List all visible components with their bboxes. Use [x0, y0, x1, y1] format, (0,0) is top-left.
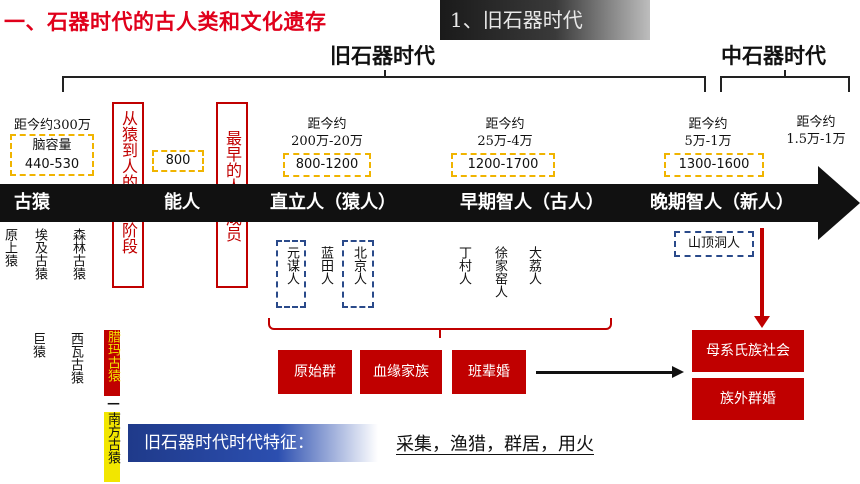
features-label: 旧石器时代时代特征：: [144, 433, 314, 453]
fossil-peking: 北京人: [351, 246, 366, 285]
fossil-dash: —: [106, 396, 121, 411]
period-title-paleolithic: 旧石器时代: [330, 44, 435, 68]
fossil-ape-5: 西瓦古猿: [68, 332, 83, 384]
fossil-yuanmou: 元谋人: [284, 246, 299, 285]
paleolithic-bracket: [62, 76, 706, 92]
fossil-dali: 大荔人: [526, 246, 541, 285]
mesolithic-bracket-tick: [784, 70, 786, 78]
fossil-xujiayao: 徐家窑人: [492, 246, 507, 298]
dist-erectus: 距今约 200万-20万: [291, 117, 363, 149]
brain-capacity-archaic: 1200-1700: [451, 153, 555, 177]
stage-homo-habilis: 能人: [164, 192, 200, 213]
dist-ape: 距今约300万: [14, 118, 91, 133]
dist-mesolithic: 距今约 1.5万-1万: [786, 115, 846, 147]
fossil-peking-box: [342, 240, 374, 308]
paleolithic-bracket-tick: [384, 70, 386, 78]
brain-capacity-nengren: 800: [152, 150, 204, 172]
transition-note-text: 从猿到人的过渡阶段: [119, 110, 138, 254]
fossil-ape-4: 巨猿: [30, 332, 45, 358]
features-banner: [128, 424, 378, 462]
page-title: 一、石器时代的古人类和文化遗存: [4, 10, 327, 34]
fossil-upper-cave: 山顶洞人: [674, 231, 754, 257]
modern-down-arrow-head: [754, 316, 770, 328]
stage-archaic-sapiens: 早期智人（古人）: [460, 192, 604, 213]
modern-down-arrow-line: [760, 228, 764, 318]
brain-capacity-modern: 1300-1600: [664, 153, 764, 177]
society-arrow-head: [672, 366, 684, 378]
fossil-dingcun: 丁村人: [456, 246, 471, 285]
fossil-ape-3: 森林古猿: [70, 228, 85, 280]
society-exogamous-group-marriage: 族外群婚: [692, 378, 804, 420]
society-arrow-line: [536, 371, 674, 374]
fossil-ape-2: 埃及古猿: [32, 228, 47, 280]
dist-modern: 距今约 5万-1万: [684, 117, 732, 149]
fossil-ramapithecus: 腊玛古猿: [105, 330, 120, 382]
society-bracket: [268, 318, 612, 330]
period-title-mesolithic: 中石器时代: [721, 44, 826, 68]
fossil-australopithecus: 南方古猿: [105, 412, 120, 464]
society-consanguine-family: 血缘家族: [360, 350, 442, 394]
australopithecus-highlight: 南方古猿: [104, 412, 120, 482]
brain-capacity-erectus: 800-1200: [283, 153, 371, 177]
society-matrilineal-clan: 母系氏族社会: [692, 330, 804, 372]
stage-ape: 古猿: [14, 192, 50, 213]
timeline-arrowhead: [818, 166, 860, 240]
brain-capacity-ape: 440-530: [24, 157, 80, 172]
fossil-ape-1: 原上猿: [2, 228, 17, 267]
ramapithecus-highlight: 腊玛古猿: [104, 330, 120, 396]
society-bracket-tick: [439, 330, 441, 338]
stage-homo-erectus: 直立人（猿人）: [270, 192, 396, 213]
mesolithic-bracket: [720, 76, 850, 92]
dist-archaic: 距今约 25万-4万: [477, 117, 533, 149]
brain-capacity-label: 脑容量: [32, 138, 72, 153]
fossil-lantian: 蓝田人: [318, 246, 333, 285]
society-generational-marriage: 班辈婚: [452, 350, 526, 394]
brain-capacity-box: 脑容量 440-530: [10, 134, 94, 176]
features-value: 采集，渔猎，群居，用火: [396, 434, 594, 455]
section-tab: 1、旧石器时代: [440, 0, 650, 40]
stage-modern-sapiens: 晚期智人（新人）: [650, 192, 794, 213]
fossil-yuanmou-box: [276, 240, 306, 308]
timeline-bar: [0, 184, 820, 222]
society-primitive-horde: 原始群: [278, 350, 352, 394]
